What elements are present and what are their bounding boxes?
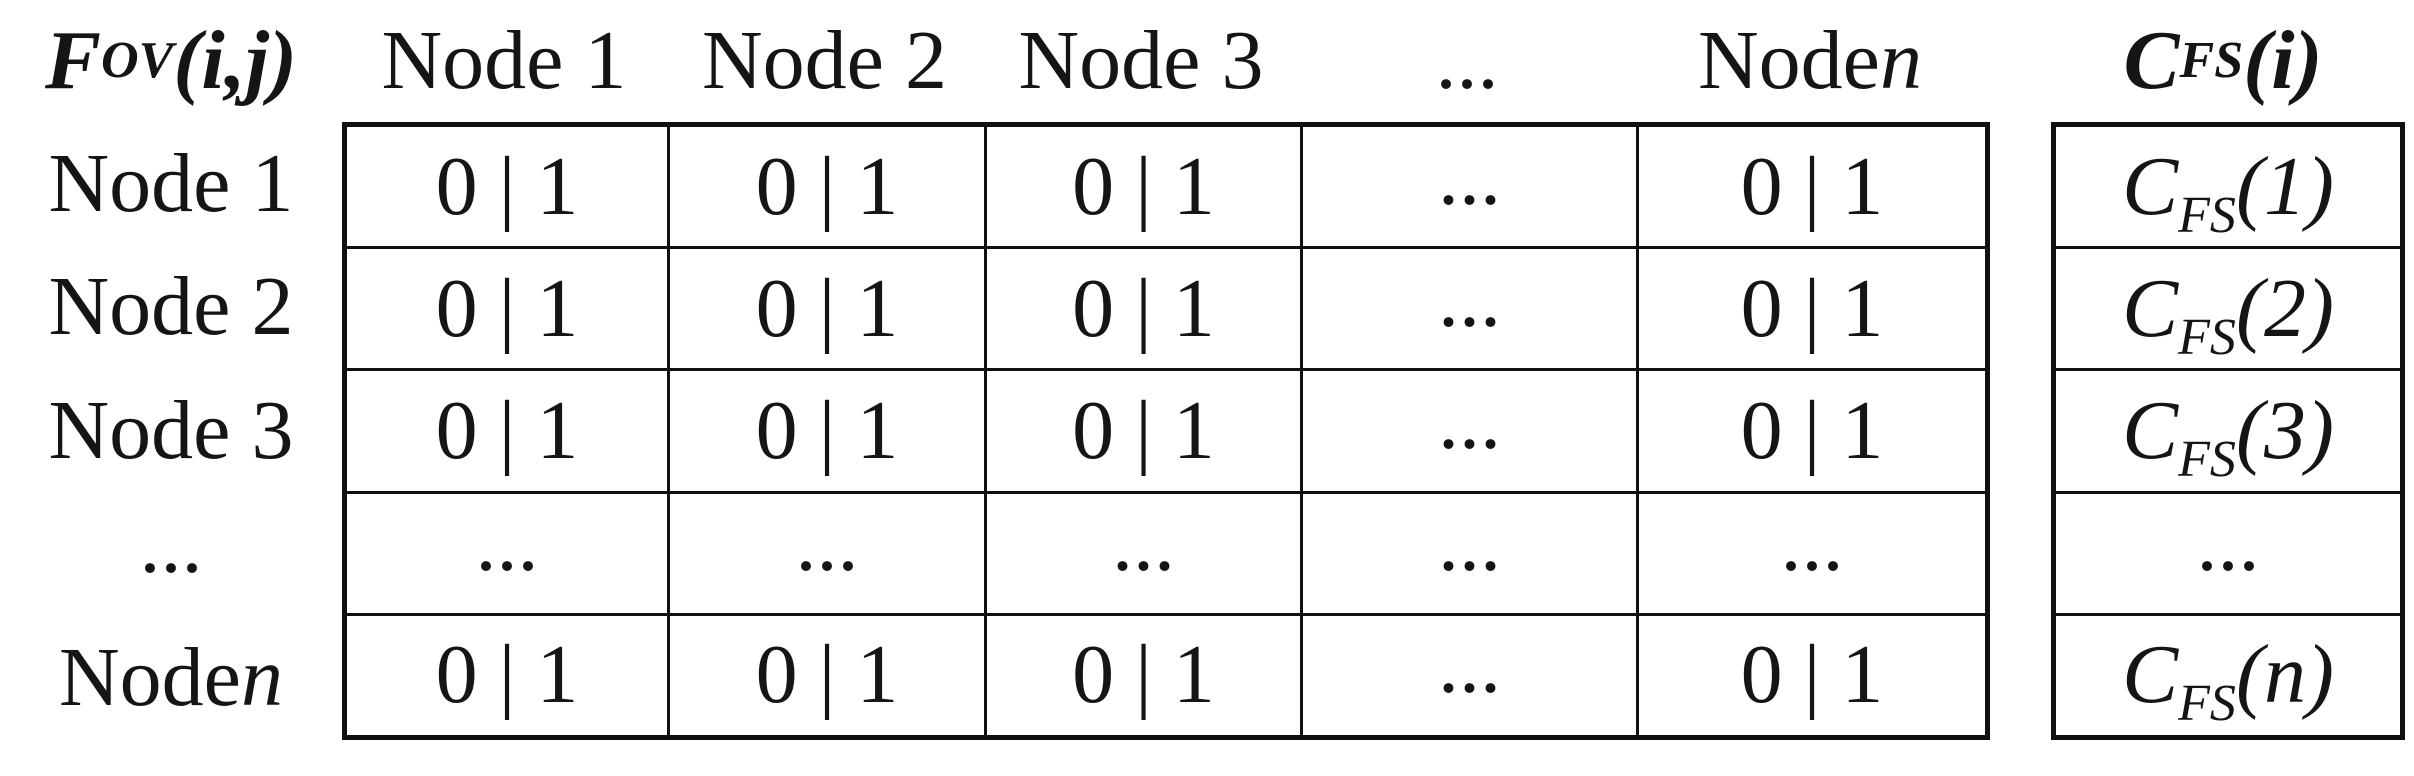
matrix-cell-ellipsis: ...	[1300, 122, 1639, 250]
matrix-cell: 0 | 1	[667, 612, 987, 739]
matrix-cell: 0 | 1	[984, 246, 1303, 372]
matrix-cell: 0 | 1	[667, 122, 987, 250]
matrix-cell: 0 | 1	[343, 368, 670, 494]
overlay-flag-matrix: 0 | 1 0 | 1 0 | 1 ... 0 | 1 0 | 1 0 | 1 …	[342, 122, 1990, 740]
matrix-cell: 0 | 1	[343, 122, 670, 250]
matrix-cell-ellipsis: ...	[1300, 612, 1639, 739]
table-row: 0 | 1 0 | 1 0 | 1 ... 0 | 1	[343, 612, 1989, 739]
column-header-node-2: Node 2	[702, 14, 947, 107]
table-row: CFS(1)	[2052, 122, 2404, 250]
matrix-cell-ellipsis: ...	[1300, 490, 1639, 616]
matrix-cell: 0 | 1	[343, 246, 670, 372]
matrix-cell-ellipsis: ...	[1300, 368, 1639, 494]
matrix-cell-ellipsis: ...	[1300, 246, 1639, 372]
table-row-ellipsis: ...	[2052, 490, 2404, 616]
column-header-ellipsis: ...	[1435, 14, 1499, 107]
matrix-cell: 0 | 1	[343, 612, 670, 739]
row-header-ellipsis: ...	[139, 497, 203, 591]
table-row: 0 | 1 0 | 1 0 | 1 ... 0 | 1	[343, 368, 1989, 494]
row-header-node-n: Node n	[59, 631, 283, 725]
matrix-cell-ellipsis: ...	[667, 490, 987, 616]
cost-cell: CFS(1)	[2052, 122, 2404, 250]
matrix-cell-ellipsis: ...	[1636, 490, 1989, 616]
row-labels: Node 1 Node 2 Node 3 ... Node n	[0, 122, 342, 740]
column-header-node-n: Node n	[1698, 14, 1922, 107]
title-args: (i,j)	[173, 14, 297, 107]
row-header-node-1: Node 1	[48, 136, 294, 230]
cost-cell: CFS(2)	[2052, 246, 2404, 372]
matrix-cell-ellipsis: ...	[343, 490, 670, 616]
cost-cell: CFS(n)	[2052, 612, 2404, 739]
matrix-cell: 0 | 1	[667, 368, 987, 494]
matrix-cell-ellipsis: ...	[984, 490, 1303, 616]
table-row: 0 | 1 0 | 1 0 | 1 ... 0 | 1	[343, 246, 1989, 372]
figure-body: Node 1 Node 2 Node 3 ... Node n 0 | 1 0 …	[0, 122, 2414, 740]
table-row: CFS(n)	[2052, 612, 2404, 739]
matrix-cell: 0 | 1	[984, 368, 1303, 494]
table-row-ellipsis: ... ... ... ... ...	[343, 490, 1989, 616]
matrix-cell: 0 | 1	[667, 246, 987, 372]
matrix-cell: 0 | 1	[984, 122, 1303, 250]
column-header-node-1: Node 1	[381, 14, 627, 107]
table-row: CFS(3)	[2052, 368, 2404, 494]
table-row: 0 | 1 0 | 1 0 | 1 ... 0 | 1	[343, 122, 1989, 250]
flooding-cost-column: CFS(1) CFS(2) CFS(3) ... CFS(n)	[2051, 122, 2405, 740]
matrix-cell: 0 | 1	[1636, 612, 1989, 739]
matrix-cell: 0 | 1	[1636, 122, 1989, 250]
matrix-cell: 0 | 1	[984, 612, 1303, 739]
table-gap	[1990, 122, 2051, 740]
matrix-cell: 0 | 1	[1636, 246, 1989, 372]
cost-cell: CFS(3)	[2052, 368, 2404, 494]
matrix-cell: 0 | 1	[1636, 368, 1989, 494]
column-header-node-3: Node 3	[1018, 14, 1264, 107]
title-base: F	[44, 14, 102, 107]
row-header-node-2: Node 2	[48, 260, 294, 354]
cost-cell-ellipsis: ...	[2052, 490, 2404, 616]
table-row: CFS(2)	[2052, 246, 2404, 372]
row-header-node-3: Node 3	[48, 383, 294, 477]
